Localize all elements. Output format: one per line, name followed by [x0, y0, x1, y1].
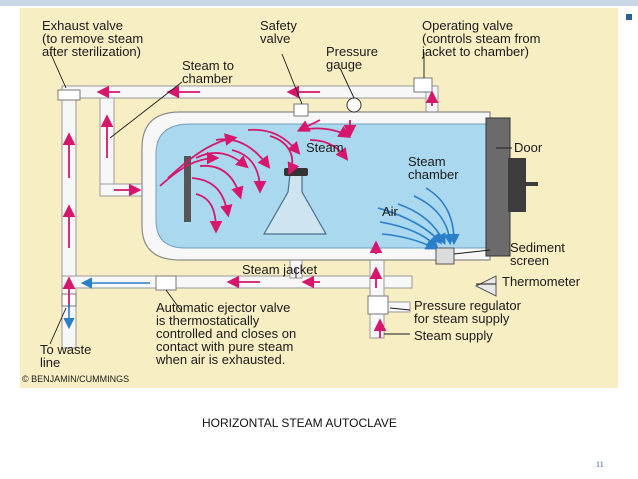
air-arrows	[63, 187, 460, 330]
thermometer-funnel	[474, 275, 497, 297]
label-exhaust-valve: Exhaust valve (to remove steam after ste…	[42, 18, 147, 59]
label-operating-valve: Operating valve (controls steam from jac…	[421, 18, 544, 59]
label-steam-chamber: Steam chamber	[408, 154, 459, 182]
safety-valve	[293, 103, 309, 117]
label-pressure-regulator: Pressure regulator for steam supply	[414, 298, 525, 326]
baffle-plate	[184, 156, 191, 222]
pressure-regulator-valve	[367, 295, 389, 315]
label-thermometer: Thermometer	[502, 274, 581, 289]
label-safety-valve: Safety valve	[260, 18, 300, 46]
slide-number: 11	[596, 460, 604, 469]
door-latch	[508, 158, 526, 212]
top-rule	[0, 0, 638, 6]
label-ejector-valve: Automatic ejector valve is thermostatica…	[155, 300, 300, 367]
label-steam-to-chamber: Steam to chamber	[182, 58, 238, 86]
label-sediment-screen: Sediment screen	[510, 240, 569, 268]
label-steam: Steam	[306, 140, 344, 155]
leader-lines	[49, 51, 512, 345]
door-body	[485, 117, 511, 257]
pressure-gauge-dial	[346, 97, 362, 113]
label-to-waste-line: To waste line	[40, 342, 95, 370]
steam-arrows	[62, 85, 439, 338]
label-steam-supply: Steam supply	[414, 328, 493, 343]
label-air: Air	[382, 204, 399, 219]
exhaust-valve	[57, 89, 81, 101]
slide-caption: HORIZONTAL STEAM AUTOCLAVE	[202, 416, 397, 430]
label-door: Door	[514, 140, 543, 155]
corner-mark	[626, 14, 632, 20]
label-pressure-gauge: Pressure gauge	[326, 44, 382, 72]
ejector-valve	[155, 275, 177, 291]
autoclave-diagram: Exhaust valve (to remove steam after ste…	[22, 18, 581, 384]
flask-cap	[284, 168, 308, 176]
credit-line: © BENJAMIN/CUMMINGS	[22, 374, 129, 384]
operating-valve	[413, 77, 433, 93]
label-steam-jacket: Steam jacket	[242, 262, 318, 277]
sediment-screen-box	[435, 247, 455, 265]
